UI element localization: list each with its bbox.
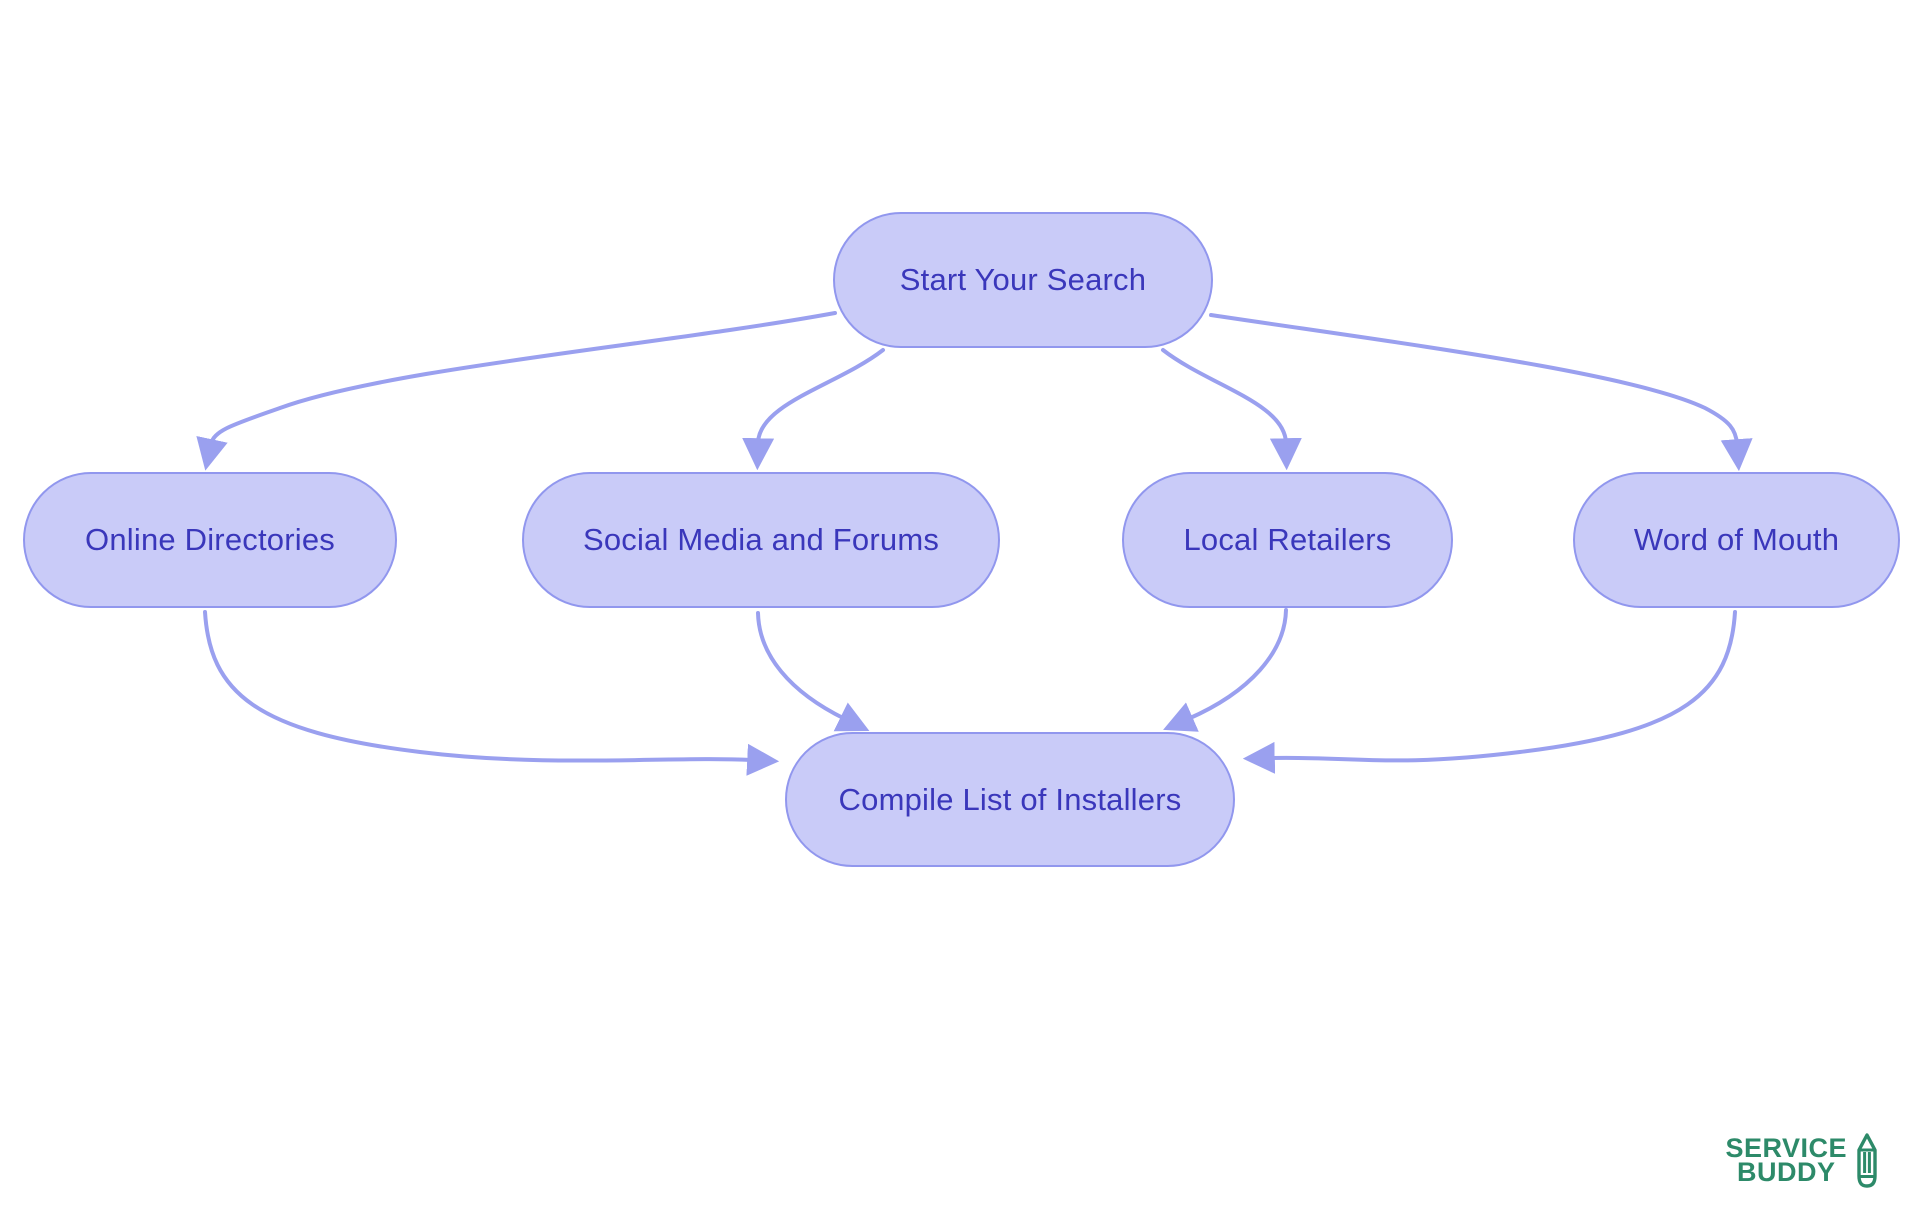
node-label: Compile List of Installers xyxy=(838,781,1182,817)
node-compile-list-of-installers: Compile List of Installers xyxy=(785,732,1235,867)
edge-start-to-social xyxy=(742,348,885,471)
node-label: Start Your Search xyxy=(899,262,1147,297)
node-label: Social Media and Forums xyxy=(582,522,940,557)
edge-social-to-compile xyxy=(756,611,870,732)
edge-local-to-compile xyxy=(1163,608,1288,732)
node-start-your-search: Start Your Search xyxy=(833,212,1213,348)
node-local-retailers: Local Retailers xyxy=(1122,472,1453,608)
edge-start-to-online xyxy=(196,311,837,471)
logo-wordmark: SERVICE BUDDY xyxy=(1725,1133,1847,1187)
edge-start-to-local xyxy=(1161,348,1302,471)
node-label: Word of Mouth xyxy=(1633,522,1840,557)
edge-start-to-word xyxy=(1209,313,1753,472)
service-buddy-logo: SERVICE BUDDY xyxy=(1725,1133,1878,1189)
node-label: Online Directories xyxy=(85,522,335,557)
logo-line1: SERVICE xyxy=(1725,1133,1847,1164)
pencil-icon xyxy=(1857,1133,1877,1188)
edge-online-to-compile xyxy=(203,610,780,776)
node-label: Local Retailers xyxy=(1183,522,1392,557)
node-social-media-and-forums: Social Media and Forums xyxy=(522,472,1000,608)
node-online-directories: Online Directories xyxy=(23,472,397,608)
logo-line2: BUDDY xyxy=(1736,1157,1836,1187)
node-word-of-mouth: Word of Mouth xyxy=(1573,472,1900,608)
edge-word-to-compile xyxy=(1242,610,1737,774)
